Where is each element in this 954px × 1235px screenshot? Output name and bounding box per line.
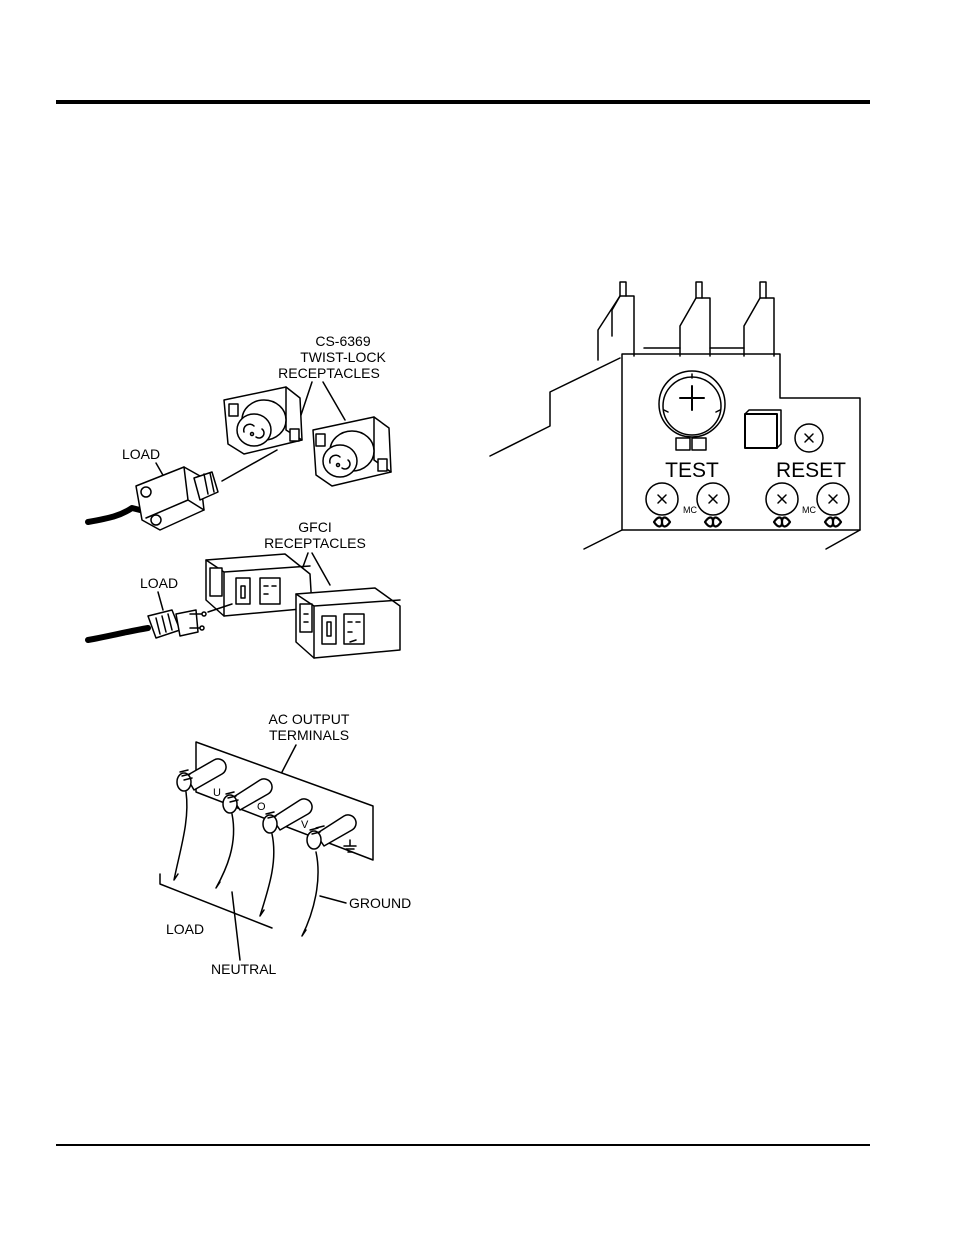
terminals-leader bbox=[282, 745, 296, 772]
terminal-v-marking: V bbox=[301, 819, 309, 831]
neutral-label: NEUTRAL bbox=[211, 961, 277, 977]
relay-terminal-1 bbox=[598, 282, 634, 360]
test-label: TEST bbox=[665, 459, 719, 482]
wire-neutral bbox=[216, 814, 234, 888]
terminal-o-marking: O bbox=[257, 801, 266, 813]
reset-label: RESET bbox=[776, 459, 846, 482]
relay-terminal-3 bbox=[710, 282, 774, 356]
relay-housing-left bbox=[490, 358, 620, 456]
test-screw-left[interactable] bbox=[646, 483, 678, 515]
ground-label: GROUND bbox=[349, 895, 411, 911]
load-cord-gfci bbox=[88, 628, 148, 640]
twistlock-label-line3: RECEPTACLES bbox=[278, 365, 380, 381]
ground-leader bbox=[320, 896, 346, 903]
gfci-label-line2: RECEPTACLES bbox=[264, 535, 366, 551]
plug-to-receptacle-guide bbox=[222, 450, 277, 481]
reset-screw-left[interactable] bbox=[766, 483, 798, 515]
twistlock-label-line2: TWIST-LOCK bbox=[300, 349, 386, 365]
twistlock-leader-left bbox=[300, 382, 312, 418]
wire-load-2 bbox=[260, 834, 274, 916]
ac-output-label-line2: TERMINALS bbox=[269, 727, 349, 743]
twistlock-receptacle-2 bbox=[313, 417, 391, 486]
load-leader-gfci bbox=[158, 592, 163, 610]
twistlock-receptacle-1 bbox=[224, 387, 302, 454]
gfci-label-line1: GFCI bbox=[298, 519, 331, 535]
stop-button[interactable] bbox=[795, 424, 823, 452]
mc-label-test: MC bbox=[683, 505, 697, 515]
twistlock-receptacles-illustration: CS-6369 TWIST-LOCK RECEPTACLES bbox=[88, 333, 400, 658]
load-cord-twistlock bbox=[88, 508, 140, 522]
wire-load-1 bbox=[174, 792, 187, 880]
gfci-plug bbox=[148, 610, 206, 638]
trip-indicator-window bbox=[745, 414, 777, 448]
twistlock-plug bbox=[136, 467, 218, 530]
mc-label-reset: MC bbox=[802, 505, 816, 515]
twistlock-label-line1: CS-6369 bbox=[315, 333, 370, 349]
load-label-twistlock: LOAD bbox=[122, 446, 160, 462]
gfci-leader-right bbox=[312, 553, 330, 585]
reset-screw-right[interactable] bbox=[817, 483, 849, 515]
relay-terminal-2 bbox=[644, 282, 710, 356]
relay-base-right bbox=[826, 530, 860, 549]
overload-relay-illustration: TEST RESET MC MC bbox=[490, 282, 860, 549]
twistlock-leader-right bbox=[323, 382, 345, 420]
load-bracket bbox=[160, 874, 272, 928]
ac-output-label-line1: AC OUTPUT bbox=[269, 711, 350, 727]
load-label-gfci: LOAD bbox=[140, 575, 178, 591]
ac-output-terminals-illustration: AC OUTPUT TERMINALS U O V bbox=[160, 711, 411, 977]
gfci-receptacle-2 bbox=[296, 588, 400, 658]
terminal-u-marking: U bbox=[213, 787, 221, 799]
neutral-leader bbox=[232, 892, 240, 960]
test-screw-right[interactable] bbox=[697, 483, 729, 515]
wire-ground bbox=[302, 852, 318, 936]
load-label-terminals: LOAD bbox=[166, 921, 204, 937]
relay-base-left bbox=[584, 530, 622, 549]
